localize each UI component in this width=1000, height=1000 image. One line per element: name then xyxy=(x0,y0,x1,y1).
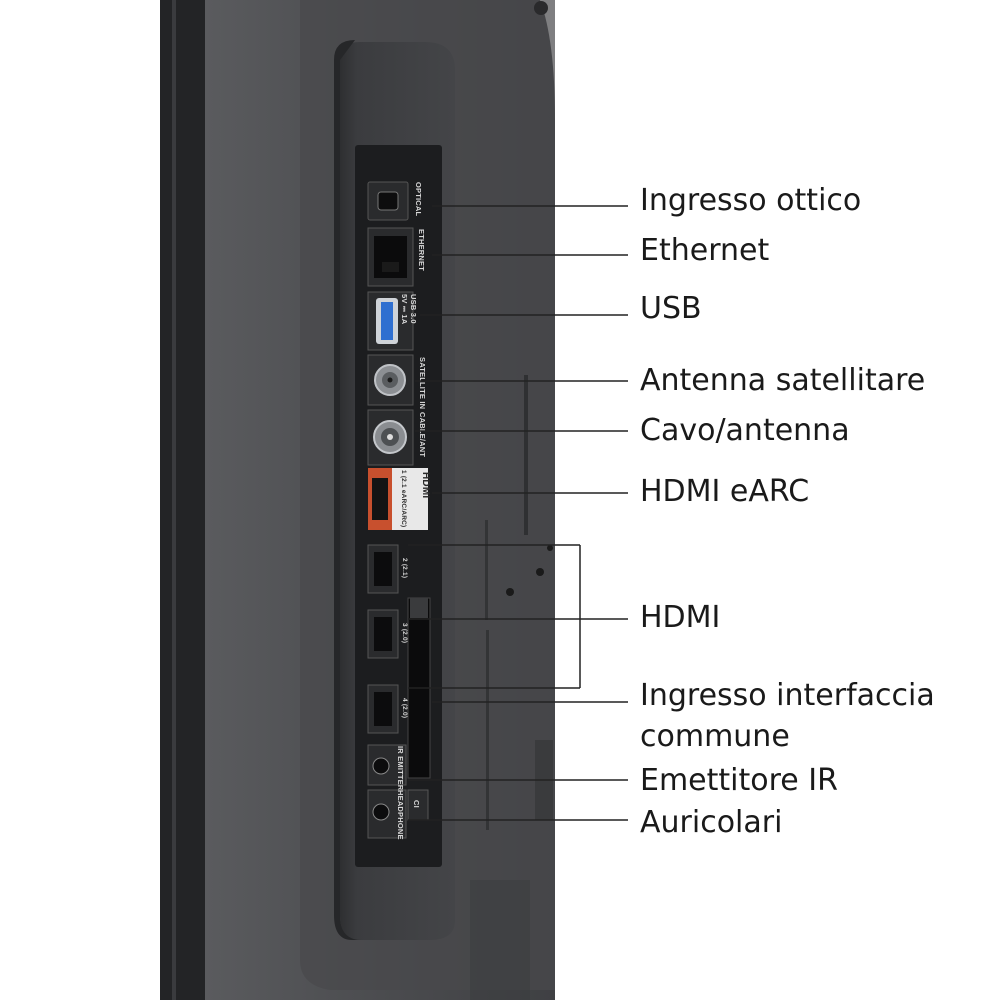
usb-port-label-line1: USB 3.0 xyxy=(409,294,418,324)
hdmi1-port-label: 1 (2.1 eARC/ARC) xyxy=(400,470,407,527)
hdmi3-port-label: 3 (2.0) xyxy=(401,623,408,643)
callout-ethernet: Ethernet xyxy=(640,233,770,268)
back-panel-details xyxy=(470,375,553,1000)
hdmi4-port-label: 4 (2.0) xyxy=(401,698,408,718)
optical-port: OPTICAL xyxy=(367,181,423,221)
recess-shadow xyxy=(334,40,362,940)
hdmi-port-3: 3 (2.0) xyxy=(367,609,408,659)
callout-ci-line2: commune xyxy=(640,719,790,754)
callout-satellite: Antenna satellitare xyxy=(640,363,926,398)
cable-antenna-port: CABLE/ANT xyxy=(367,409,427,466)
hdmi-port-4: 4 (2.0) xyxy=(367,684,408,734)
callout-cable: Cavo/antenna xyxy=(640,413,850,448)
screw xyxy=(534,1,548,15)
hdmi-port-2: 2 (2.1) xyxy=(367,544,408,594)
ir-port-label: IR EMITTER xyxy=(396,746,405,791)
headphone-port-label: HEADPHONE xyxy=(396,790,405,840)
hdmi-earc-port: HDMI 1 (2.1 eARC/ARC) xyxy=(368,468,431,530)
ci-slot-label: CI xyxy=(412,800,421,808)
usb-port: USB 3.0 5V ⎓ 1A xyxy=(367,291,418,351)
satellite-port-label: SATELLITE IN xyxy=(418,357,427,409)
ir-emitter-port: IR EMITTER xyxy=(367,744,407,791)
callout-headphone: Auricolari xyxy=(640,805,783,840)
callout-optical: Ingresso ottico xyxy=(640,183,862,218)
ethernet-port-label: ETHERNET xyxy=(417,229,426,271)
tv-edge-highlight xyxy=(172,0,176,1000)
hdmi2-port-label: 2 (2.1) xyxy=(401,558,408,578)
satellite-port: SATELLITE IN xyxy=(367,354,427,409)
usb-port-label-line2: 5V ⎓ 1A xyxy=(400,294,409,325)
optical-port-label: OPTICAL xyxy=(414,182,423,217)
ethernet-port: ETHERNET xyxy=(367,227,426,287)
callout-ir: Emettitore IR xyxy=(640,763,838,798)
tv-edge xyxy=(160,0,205,1000)
callout-ci-line1: Ingresso interfaccia xyxy=(640,678,935,713)
leader-lines xyxy=(408,205,628,821)
hdmi-logo: HDMI xyxy=(420,472,431,498)
headphone-port: HEADPHONE xyxy=(367,789,407,840)
cable-port-label: CABLE/ANT xyxy=(418,412,427,457)
callout-hdmi: HDMI xyxy=(640,600,721,635)
callout-hdmi-earc: HDMI eARC xyxy=(640,474,810,509)
callout-usb: USB xyxy=(640,291,702,326)
